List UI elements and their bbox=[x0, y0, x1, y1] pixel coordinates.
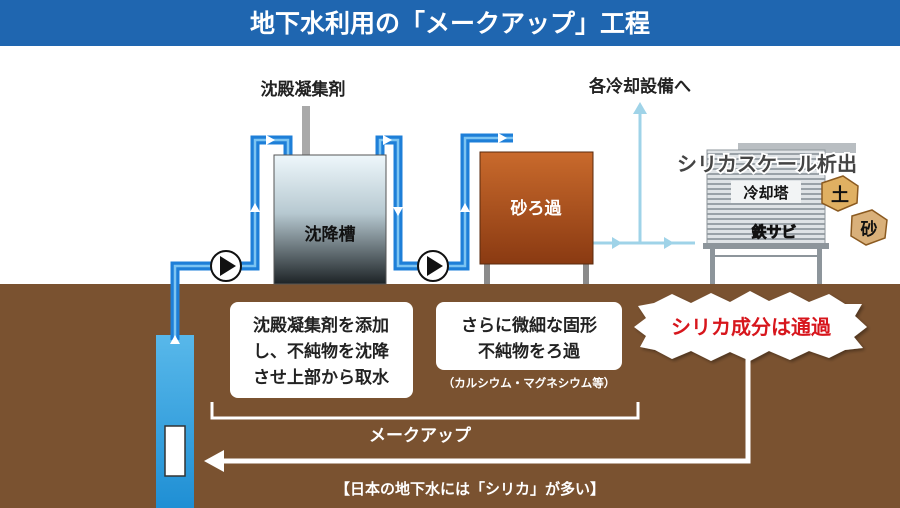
arrow-down-icon bbox=[393, 207, 403, 216]
arrow-right-icon bbox=[664, 237, 674, 249]
arrow-right-icon bbox=[612, 237, 622, 249]
silica-scale-label: シリカスケール析出 bbox=[677, 152, 857, 176]
bottom-note: 【日本の地下水には「シリカ」が多い】 bbox=[335, 480, 605, 498]
arrow-left-icon bbox=[204, 450, 224, 472]
arrow-right-icon bbox=[383, 135, 392, 145]
pale-pipe bbox=[588, 108, 695, 245]
well-pump bbox=[164, 425, 186, 477]
settling-note: 沈殿凝集剤を添加 し、不純物を沈降 させ上部から取水 bbox=[230, 302, 413, 398]
settling-note-line: し、不純物を沈降 bbox=[253, 341, 390, 362]
soil-label: 土 bbox=[831, 185, 849, 206]
coagulant-label: 沈殿凝集剤 bbox=[261, 79, 346, 100]
arrow-up-icon bbox=[250, 203, 260, 212]
arrow-up-icon bbox=[633, 102, 647, 114]
sand-label: 砂 bbox=[861, 219, 878, 240]
cooling-tower-label: 冷却塔 bbox=[743, 184, 789, 202]
filter-note-line: 不純物をろ過 bbox=[478, 341, 581, 362]
well bbox=[156, 335, 194, 508]
settling-tank: 沈降槽 bbox=[273, 154, 387, 285]
to-cooling-label: 各冷却設備へ bbox=[588, 76, 691, 97]
pump-icon bbox=[417, 250, 449, 282]
silica-return-arrow bbox=[204, 359, 751, 472]
settling-note-line: させ上部から取水 bbox=[253, 367, 390, 388]
silica-pass-burst: シリカ成分は通過 bbox=[634, 291, 867, 361]
filter-note: さらに微細な固形 不純物をろ過 （カルシウム・マグネシウム等） bbox=[436, 302, 622, 390]
arrow-right-icon bbox=[266, 135, 275, 145]
sand-badge: 砂 bbox=[850, 209, 888, 246]
pump-icon bbox=[210, 250, 242, 282]
pipe-flow-arrows bbox=[170, 133, 507, 344]
settling-tank-label: 沈降槽 bbox=[305, 224, 356, 245]
cooling-tower-label-bg bbox=[731, 181, 801, 203]
arrow-up-icon bbox=[170, 335, 180, 344]
filter-note-line: さらに微細な固形 bbox=[461, 315, 597, 336]
filter-note-sub: （カルシウム・マグネシウム等） bbox=[443, 376, 616, 390]
sand-filter-label: 砂ろ過 bbox=[511, 198, 563, 219]
rust-label: 鉄サビ bbox=[751, 223, 796, 241]
makeup-label: メークアップ bbox=[369, 425, 472, 446]
silica-pass-label: シリカ成分は通過 bbox=[671, 315, 832, 339]
arrow-right-icon bbox=[498, 133, 507, 143]
page-title: 地下水利用の「メークアップ」工程 bbox=[250, 9, 650, 38]
arrow-up-icon bbox=[460, 203, 470, 212]
sand-filter: 砂ろ過 bbox=[479, 151, 594, 284]
soil-badge: 土 bbox=[821, 175, 859, 212]
cooling-tower: 冷却塔 鉄サビ bbox=[703, 143, 856, 284]
title-bar: 地下水利用の「メークアップ」工程 bbox=[0, 0, 900, 49]
pale-pipe-arrows bbox=[612, 102, 674, 249]
makeup-bracket bbox=[210, 402, 640, 420]
settling-note-line: 沈殿凝集剤を添加 bbox=[253, 315, 389, 336]
